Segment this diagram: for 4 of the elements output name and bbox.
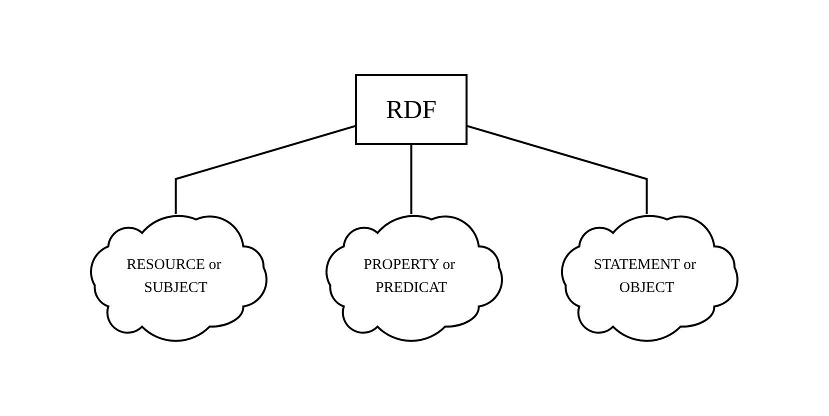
connector (175, 124, 357, 214)
connector (410, 144, 413, 214)
connector (466, 124, 648, 214)
node-box: RDF (355, 74, 468, 146)
